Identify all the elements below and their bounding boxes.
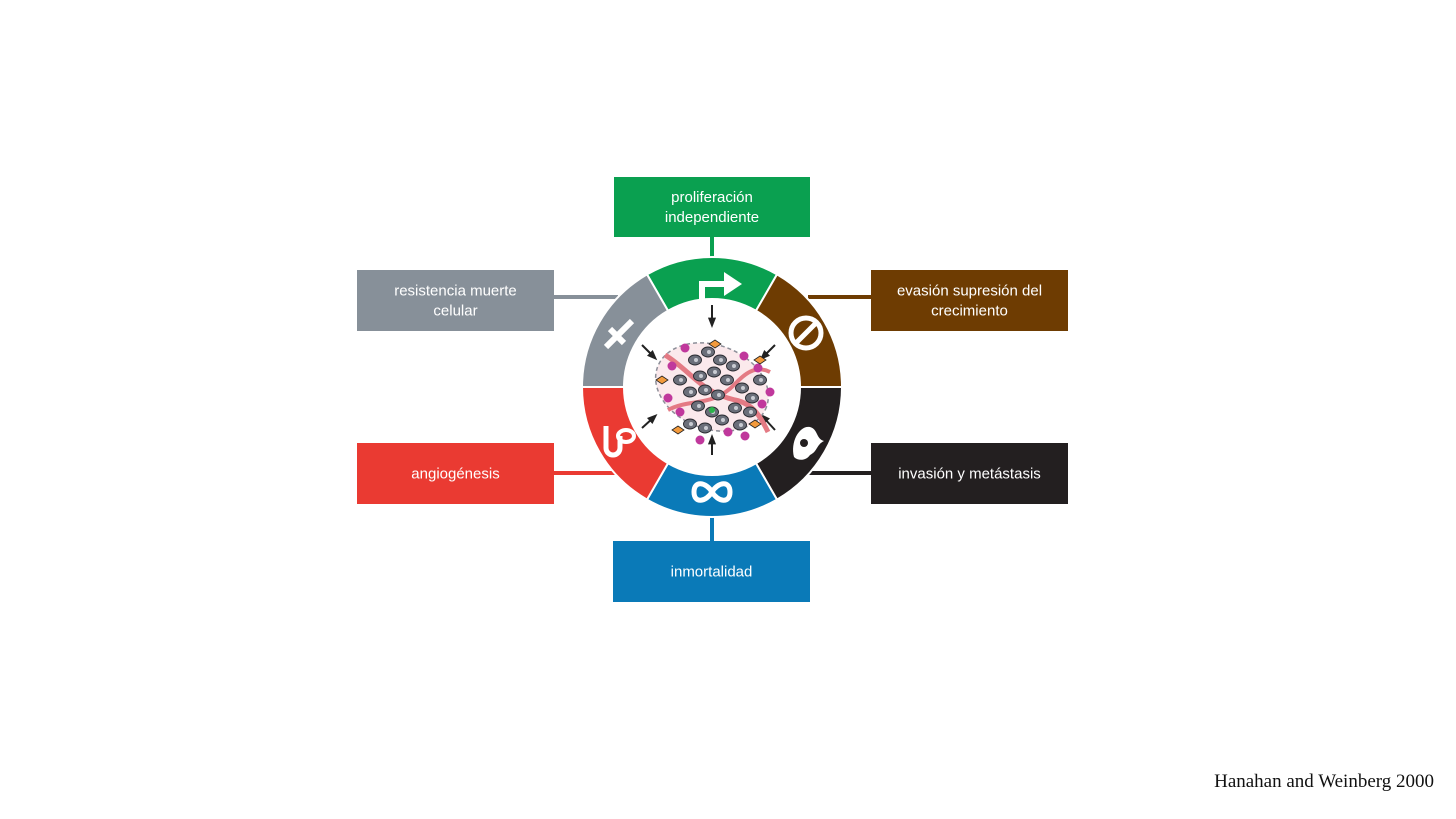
tumor-cell-nucleus [679,378,683,382]
immune-cell [667,361,677,371]
immune-cell [753,363,763,373]
growth-suppressor-evasion-box-bg [871,270,1068,331]
invasion-metastasis-box-bg [871,443,1068,504]
immortality-box-bg [613,541,810,602]
no-entry-icon [788,315,824,351]
immune-cell [757,399,767,409]
immune-cell [723,427,733,437]
arrow-turn-head [724,272,742,296]
angiogenesis-box-bg [357,443,554,504]
inward-arrow [759,413,776,431]
arrow-turn-shaft [699,281,726,312]
invasion-metastasis-label-line: invasión y metástasis [898,466,1041,483]
tumor-cell-nucleus [734,406,738,410]
vessel-tube [603,426,623,458]
tumor-cell-nucleus [689,422,693,426]
immune-cell [765,387,775,397]
migrating-cell-icon [793,426,824,460]
immune-cell [739,351,749,361]
tumor-cell-nucleus [732,364,736,368]
inward-arrow-head [759,413,770,424]
stromal-cell [708,339,722,349]
tumor-cell-nucleus [749,410,753,414]
stromal-cell [753,355,767,365]
no-entry-ring [788,315,824,351]
stromal-cell [748,419,762,429]
inward-arrow [707,434,717,455]
tumor-cell-nucleus [713,370,717,374]
cell-death-resistance-label-line: celular [433,303,477,320]
angiogenesis-box: angiogénesis [357,443,554,504]
citation: Hanahan and Weinberg 2000 [1214,771,1434,792]
proliferation-box: proliferación independiente [614,177,810,237]
tumor-cell-nucleus [694,358,698,362]
stromal-cell [671,425,685,435]
immune-cell [740,431,750,441]
immune-cell [663,393,673,403]
proliferation-box-bg [614,177,810,237]
tumor-cell-nucleus [699,374,703,378]
tumor-cell-nucleus [697,404,701,408]
angiogenesis-label-line: angiogénesis [411,466,499,483]
cross-shape [603,318,635,350]
tumor-cell-nucleus [751,396,755,400]
tumor-cell-nucleus [689,390,693,394]
stromal-cell [655,375,669,385]
tumor-cell-nucleus [759,378,763,382]
tumor-cell-nucleus [726,378,730,382]
tumor-cell-nucleus [707,350,711,354]
inward-arrow [707,305,717,328]
immortality-label-line: inmortalidad [671,564,753,581]
inward-arrow [641,344,658,361]
tumor-cell-nucleus [704,426,708,430]
growth-suppressor-evasion-label-line: crecimiento [931,303,1008,320]
immune-cell [680,343,690,353]
migrating-cell-nucleus [800,439,808,447]
invasion-metastasis-box: invasión y metástasis [871,443,1068,504]
growth-suppressor-evasion-box: evasión supresión del crecimiento [871,270,1068,331]
tumor-cell-nucleus [721,418,725,422]
proliferation-label-line: independiente [665,209,759,226]
vessel-opening [616,428,636,444]
migrating-cell-body [793,426,824,460]
arrow-turn-icon [699,272,742,312]
tumor-cells-icon [654,339,775,445]
inward-arrow-head [647,413,658,424]
tumor-cell-nucleus [717,393,721,397]
immune-cell [675,407,685,417]
tumor-cell-nucleus [741,386,745,390]
proliferation-label-line: proliferación [671,189,753,206]
no-entry-bar [794,321,818,345]
blood-vessel-icon [603,426,636,458]
immune-cell [695,435,705,445]
tumor-cell-nucleus [739,423,743,427]
inward-arrow-head [707,317,717,328]
inward-arrow-head [647,350,658,361]
infinity-shape [691,481,733,503]
cell-death-resistance-label-line: resistencia muerte [394,283,517,300]
infinity-icon [691,481,733,503]
cross-icon [603,318,635,350]
tumor-cell-nucleus [719,358,723,362]
tumor-cell-nucleus [704,388,708,392]
cell-death-resistance-box: resistencia muerte celular [357,270,554,331]
inward-arrow-head [707,434,717,445]
green-cell [709,407,715,413]
inward-arrow [641,413,658,429]
cell-death-resistance-box-bg [357,270,554,331]
immortality-box: inmortalidad [613,541,810,602]
tumor-vessel [663,352,771,434]
growth-suppressor-evasion-label-line: evasión supresión del [897,283,1042,300]
